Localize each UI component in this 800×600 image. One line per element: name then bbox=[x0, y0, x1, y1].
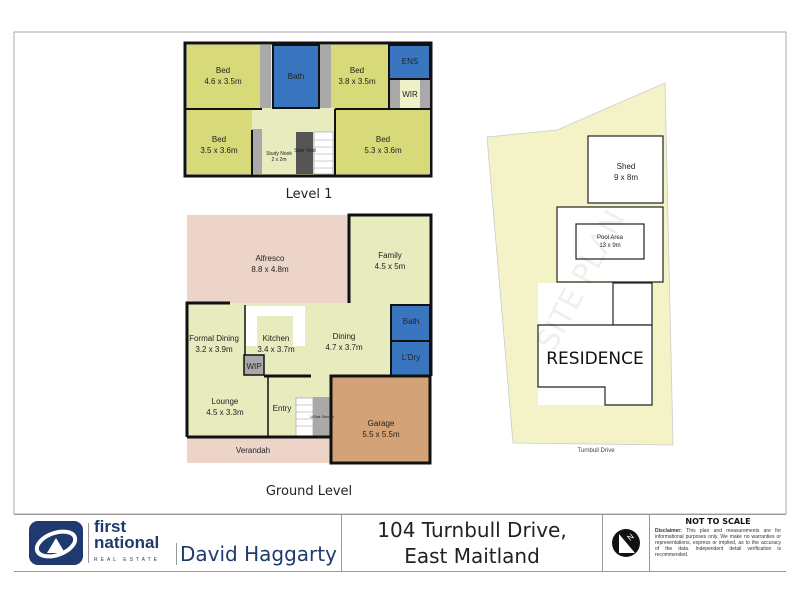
under-stair-storage bbox=[313, 397, 331, 437]
disclaimer-title: Disclaimer: bbox=[655, 528, 682, 534]
room-ens bbox=[388, 44, 431, 80]
room-size: 3.8 x 3.5m bbox=[338, 77, 376, 86]
not-to-scale-label: NOT TO SCALE bbox=[685, 517, 751, 526]
room-label: WIP bbox=[246, 362, 261, 371]
address-line-2: East Maitland bbox=[404, 544, 540, 568]
ground-level-plan: Alfresco 8.8 x 4.8m Family 4.5 x 5m Form… bbox=[185, 213, 433, 499]
room-label: Kitchen bbox=[263, 334, 290, 343]
residence bbox=[537, 324, 653, 406]
room-size: 4.5 x 5m bbox=[375, 262, 406, 271]
ground-level-label: Ground Level bbox=[266, 484, 352, 499]
room-label: Bath bbox=[288, 72, 304, 81]
property-address: 104 Turnbull Drive, East Maitland bbox=[342, 515, 603, 571]
pool-label: Pool Area bbox=[597, 235, 624, 241]
room-label: WIR bbox=[402, 90, 418, 99]
room-label: Stair Void bbox=[294, 148, 316, 154]
residence-label: RESIDENCE bbox=[546, 349, 644, 369]
first-national-logo bbox=[29, 521, 83, 565]
room-bath-l1 bbox=[272, 44, 320, 109]
room-size: 4.7 x 3.7m bbox=[325, 343, 363, 352]
level-1-label: Level 1 bbox=[286, 187, 333, 202]
disclaimer-text: This plan and measurements are for infor… bbox=[655, 528, 781, 558]
north-label: N bbox=[626, 532, 636, 543]
brand-line-1: first bbox=[94, 517, 127, 536]
room-label: Dining bbox=[333, 332, 356, 341]
agency-branding: first national REAL ESTATE David Haggart… bbox=[14, 515, 342, 571]
brand-name: first national REAL ESTATE bbox=[94, 517, 160, 568]
room-size: 4.5 x 3.3m bbox=[206, 408, 244, 417]
pool bbox=[575, 223, 645, 260]
room-size: 3.2 x 3.9m bbox=[195, 345, 233, 354]
room-label: Bed bbox=[212, 135, 226, 144]
shed-size: 9 x 8m bbox=[614, 173, 638, 182]
room-size: 2 x 2m bbox=[271, 157, 286, 163]
room-alfresco bbox=[187, 215, 349, 303]
room-bed-3 bbox=[187, 110, 252, 174]
room-garage bbox=[329, 374, 432, 465]
room-label: Study Nook bbox=[266, 151, 292, 157]
address-line-1: 104 Turnbull Drive, bbox=[377, 518, 567, 542]
stair-void bbox=[296, 132, 313, 174]
room-label: Entry bbox=[273, 404, 292, 413]
room-bed-4 bbox=[335, 110, 430, 174]
room-label: Garage bbox=[368, 419, 395, 428]
room-label: Family bbox=[378, 251, 402, 260]
room-size: 3.5 x 3.6m bbox=[200, 146, 238, 155]
brand-line-2: national bbox=[94, 533, 160, 552]
north-arrow-icon: N bbox=[612, 529, 640, 557]
room-wip bbox=[243, 354, 265, 376]
pool-size: 13 x 9m bbox=[599, 243, 620, 249]
room-bath-ground bbox=[390, 304, 431, 342]
room-verandah bbox=[187, 437, 331, 463]
room-laundry bbox=[390, 340, 431, 377]
room-size: 4.6 x 3.5m bbox=[204, 77, 242, 86]
room-label: U/Stair Storage bbox=[310, 415, 334, 419]
agent-name: David Haggarty bbox=[176, 543, 337, 565]
shed bbox=[587, 135, 664, 204]
room-label: ENS bbox=[402, 57, 418, 66]
room-label: Lounge bbox=[212, 397, 239, 406]
room-label: Bed bbox=[350, 66, 364, 75]
room-wir bbox=[400, 80, 420, 108]
level-1-plan: Bed 4.6 x 3.5m Bath Bed 3.8 x 3.5m ENS W… bbox=[183, 41, 433, 202]
brand-tagline: REAL ESTATE bbox=[94, 557, 160, 563]
room-label: Verandah bbox=[236, 446, 270, 455]
compass: N bbox=[603, 515, 650, 571]
room-label: Bath bbox=[403, 317, 419, 326]
room-label: Bed bbox=[376, 135, 390, 144]
street-label: Turnbull Drive bbox=[577, 448, 615, 454]
site-plan: SITE PLAN Shed 9 x 8m Pool Area 13 x 9m … bbox=[486, 82, 674, 454]
room-label: Formal Dining bbox=[189, 334, 239, 343]
room-label: Alfresco bbox=[256, 254, 285, 263]
room-bed-1 bbox=[187, 45, 260, 108]
room-bed-2 bbox=[331, 45, 389, 108]
disclaimer: NOT TO SCALE Disclaimer: This plan and m… bbox=[650, 515, 786, 571]
room-size: 5.3 x 3.6m bbox=[364, 146, 402, 155]
room-size: 5.5 x 5.5m bbox=[362, 430, 400, 439]
room-size: 8.8 x 4.8m bbox=[251, 265, 289, 274]
footer: first national REAL ESTATE David Haggart… bbox=[14, 514, 786, 572]
room-label: Bed bbox=[216, 66, 230, 75]
room-size: 3.4 x 3.7m bbox=[257, 345, 295, 354]
room-label: L'Dry bbox=[402, 353, 420, 362]
shed-label: Shed bbox=[617, 162, 636, 171]
